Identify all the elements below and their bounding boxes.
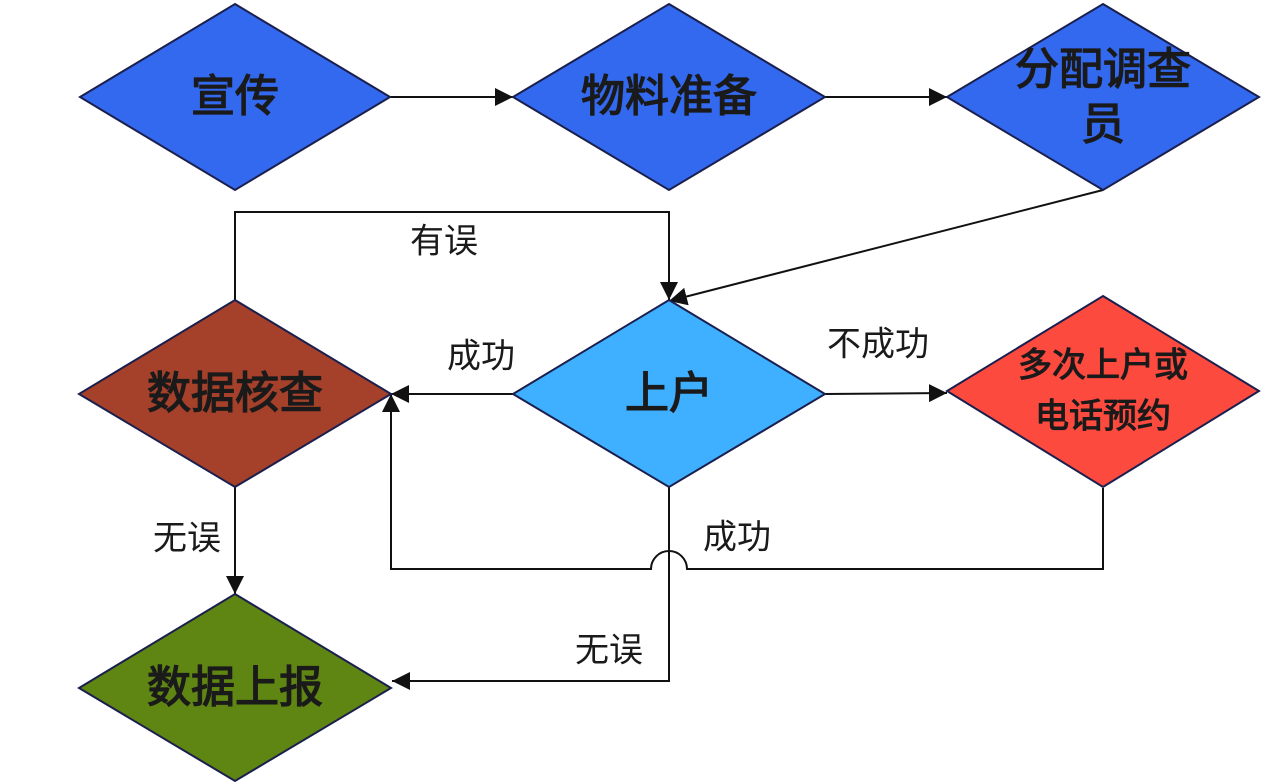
edge-label-check-to-visit: 有误 (410, 222, 478, 262)
node-report-shape (77, 592, 393, 783)
node-report-label: 数据上报 (147, 662, 323, 713)
node-assign-label-line2: 员 (1081, 99, 1125, 150)
node-retry-shape (945, 294, 1261, 489)
node-retry-label-line1: 多次上户或 (1018, 346, 1188, 386)
node-check-shape (77, 298, 393, 489)
node-check-label: 数据核查 (147, 368, 323, 419)
node-publicity-shape (78, 2, 392, 192)
edge-label-visit-to-report: 无误 (575, 631, 643, 671)
node-visit-label: 上户 (625, 368, 713, 419)
node-materials: 物料准备 (511, 2, 827, 192)
edge-visit-to-report (392, 487, 670, 690)
node-publicity-label: 宣传 (191, 71, 279, 122)
node-visit-shape (511, 298, 827, 489)
node-materials-label: 物料准备 (581, 71, 758, 122)
node-check: 数据核查 (77, 298, 393, 489)
edge-label-check-to-report: 无误 (153, 519, 221, 559)
node-retry: 多次上户或 电话预约 (945, 294, 1261, 489)
node-assign-shape (945, 2, 1261, 192)
node-assign: 分配调查 员 (945, 2, 1261, 192)
edge-label-visit-to-retry: 不成功 (827, 325, 929, 365)
node-retry-label-line2: 电话预约 (1035, 397, 1171, 437)
node-visit: 上户 (511, 298, 827, 489)
edge-assign-to-visit (668, 189, 1104, 306)
node-report: 数据上报 (77, 592, 393, 783)
edge-label-retry-to-check: 成功 (703, 518, 771, 558)
node-publicity: 宣传 (78, 2, 392, 192)
edge-visit-to-retry (824, 384, 948, 403)
node-materials-shape (511, 2, 827, 192)
node-assign-label-line1: 分配调查 (1015, 44, 1191, 95)
edge-label-visit-to-check: 成功 (447, 337, 515, 377)
edge-check-to-visit (234, 211, 678, 300)
